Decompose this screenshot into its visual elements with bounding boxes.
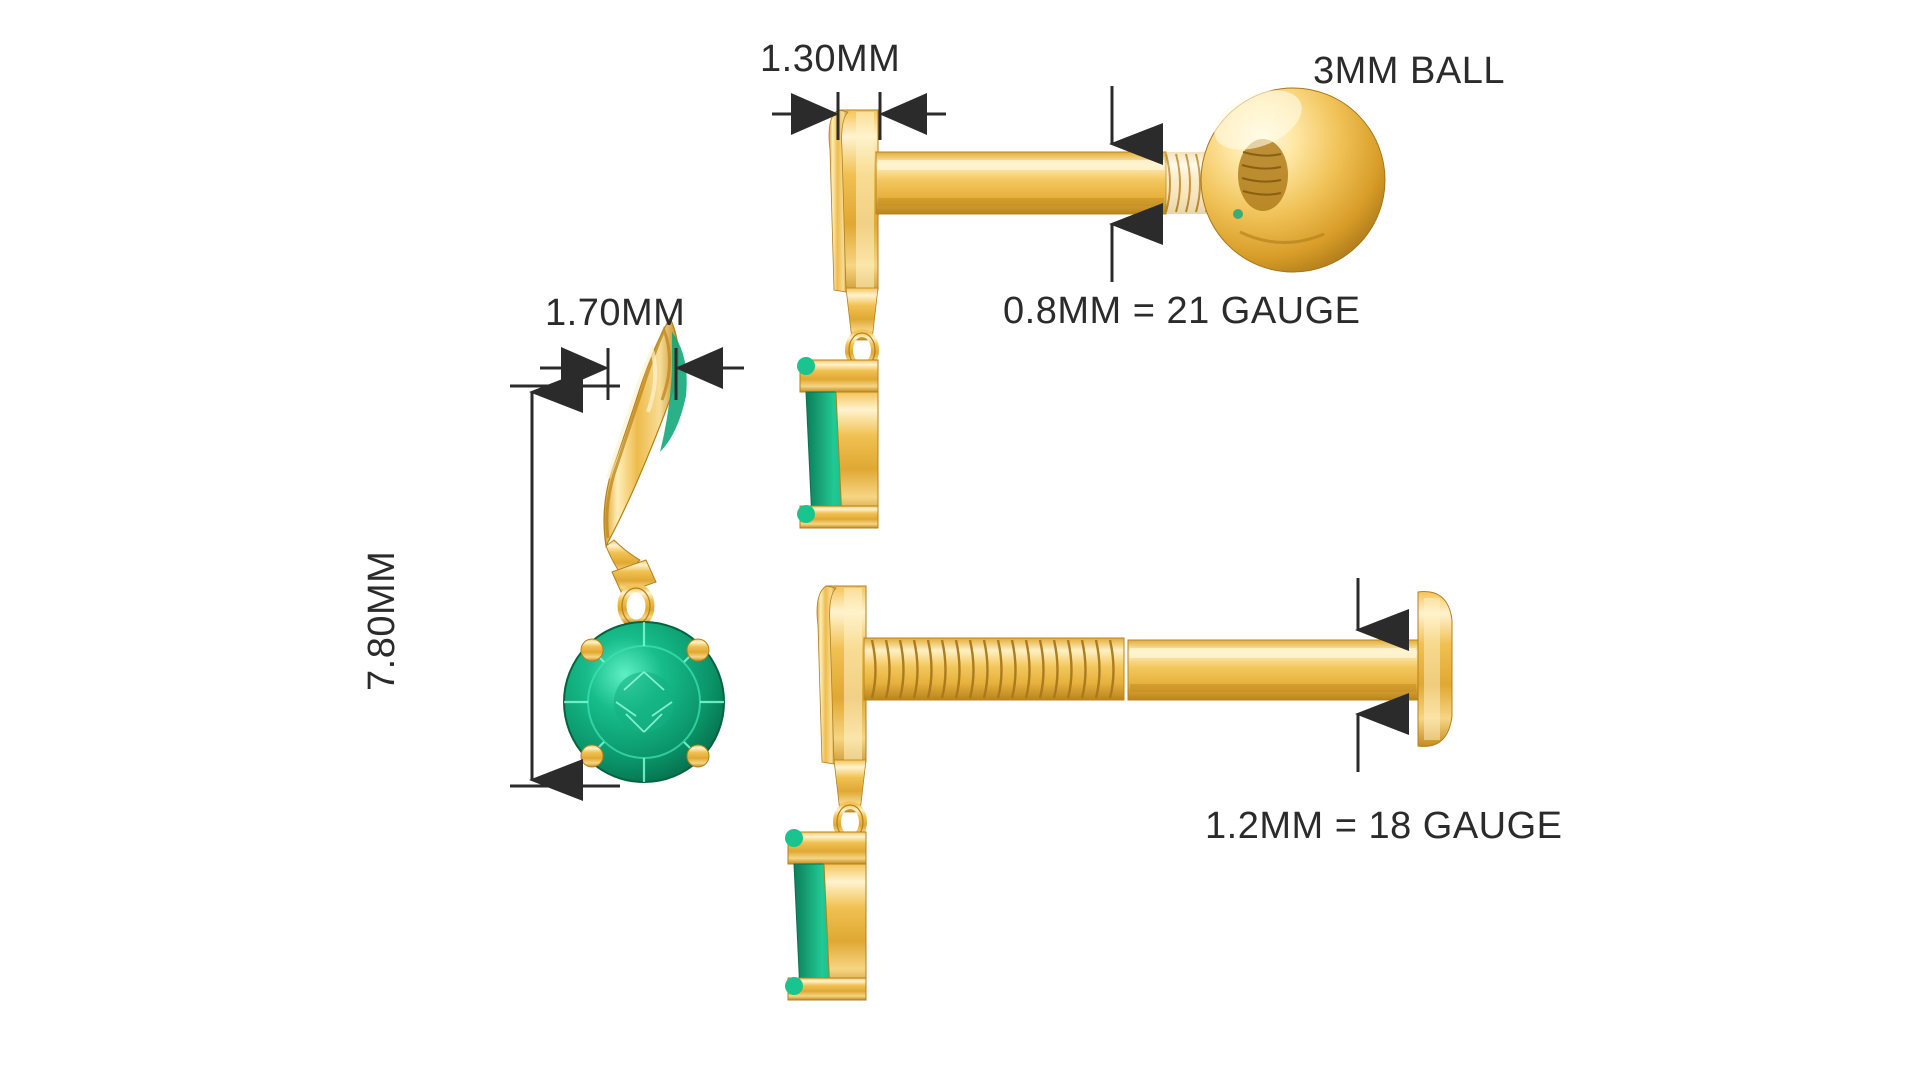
bottom-assembly-illustration bbox=[785, 585, 1453, 1001]
dimension-label-post-head-width: 1.30MM bbox=[760, 38, 901, 80]
dimension-1-30mm-graphics bbox=[772, 92, 946, 140]
dimension-1-70mm-graphics bbox=[540, 347, 744, 400]
dimension-label-pendant-width: 1.70MM bbox=[545, 292, 686, 334]
dimension-7-80mm-graphics bbox=[510, 371, 620, 801]
dimension-label-ball-size: 3MM BALL bbox=[1313, 50, 1505, 92]
dimension-label-post-gauge-bottom: 1.2MM = 18 GAUGE bbox=[1205, 805, 1563, 847]
dimension-label-post-gauge-top: 0.8MM = 21 GAUGE bbox=[1003, 290, 1361, 332]
front-view-pendant-illustration bbox=[563, 316, 725, 783]
dimension-label-pendant-height: 7.80MM bbox=[361, 550, 403, 691]
